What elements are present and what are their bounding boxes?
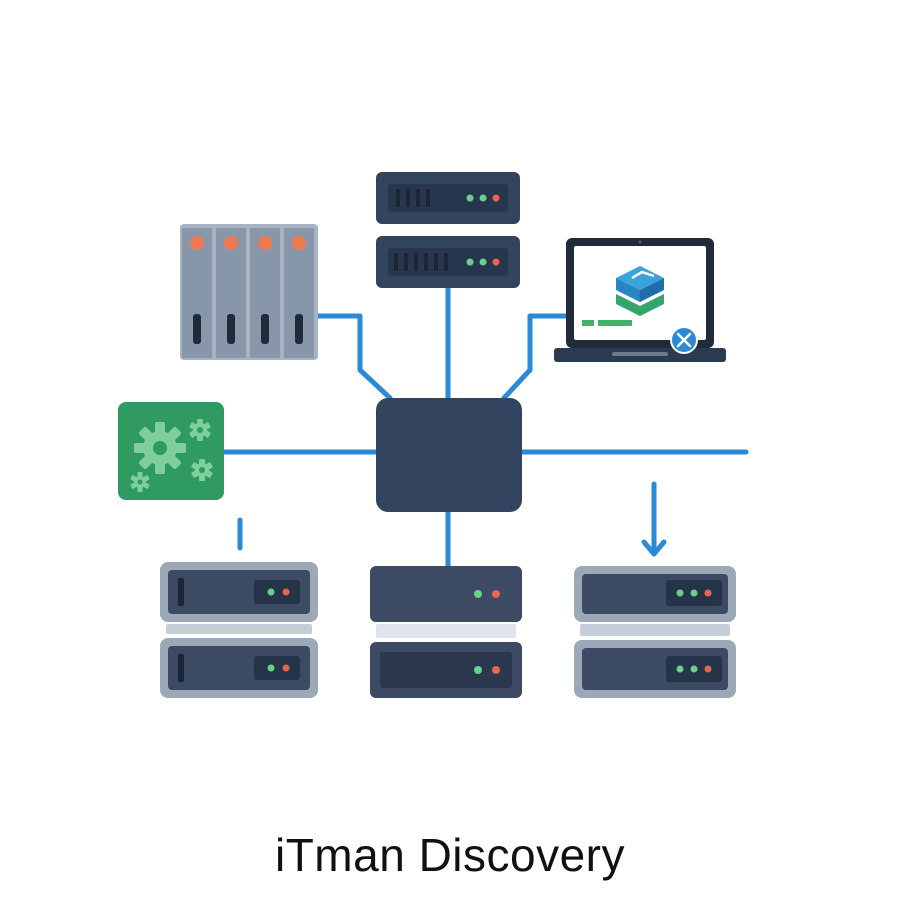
server-unit [376, 172, 520, 224]
blade [284, 228, 314, 358]
server-stack-bottom-left [160, 562, 318, 698]
database-cube-icon [616, 266, 664, 316]
connector-lines [221, 285, 749, 569]
rack-rail [376, 624, 516, 638]
blade [216, 228, 246, 358]
arrow-down-icon [641, 539, 667, 557]
link-blade-chassis [315, 313, 393, 401]
server-stack-top [376, 172, 520, 288]
server-stack-bottom-right [574, 566, 736, 698]
gear-small [130, 472, 150, 492]
link-laptop [501, 313, 571, 401]
server-unit [160, 638, 318, 698]
network-switch-icon [376, 398, 522, 512]
gear-small [191, 459, 213, 481]
server-unit [370, 566, 522, 622]
tools-badge-icon [670, 326, 698, 354]
blade [250, 228, 280, 358]
rack-rail [580, 624, 730, 636]
server-unit [574, 566, 736, 622]
gears-icon [118, 402, 224, 500]
server-unit [370, 642, 522, 698]
server-unit [376, 236, 520, 288]
gear-large [134, 422, 186, 474]
diagram-title: iTman Discovery [274, 829, 625, 881]
gear-small [189, 419, 211, 441]
rack-rail [166, 624, 312, 634]
laptop-icon [554, 238, 726, 362]
blade [182, 228, 212, 358]
server-unit [160, 562, 318, 622]
blade-server-icon [180, 224, 318, 360]
server-unit [574, 640, 736, 698]
server-stack-bottom-center [370, 566, 522, 698]
